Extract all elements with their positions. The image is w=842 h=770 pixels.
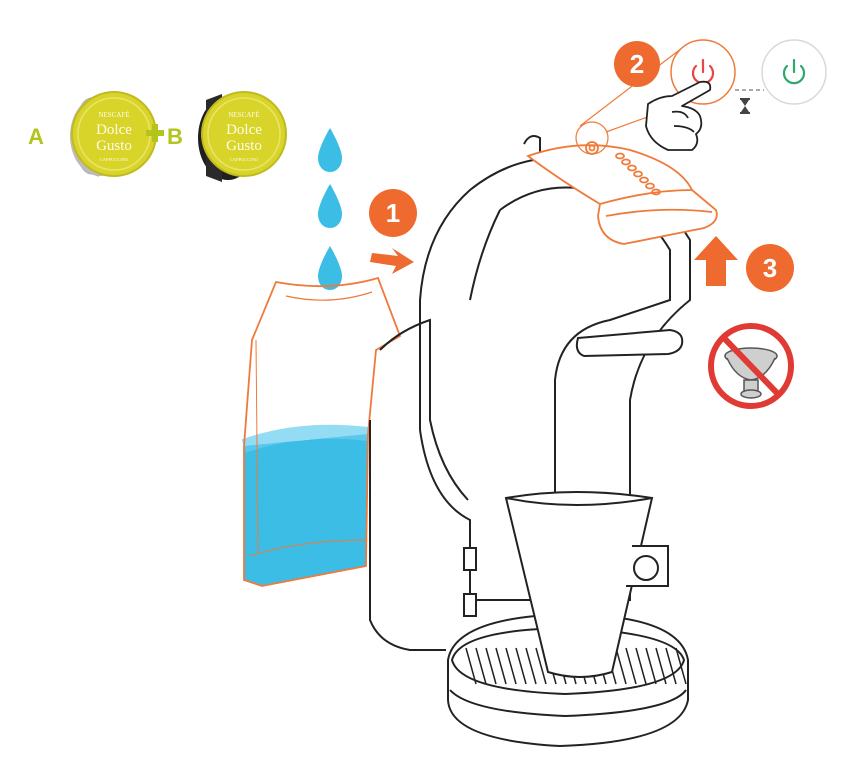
pointing-hand-icon [645,80,712,151]
tank-water [244,434,368,586]
drip-tray-slat [505,647,517,685]
arrow-right-icon [370,248,414,274]
drip-tray-slat [495,647,507,685]
capsule-b: B NESCAFÉ Dolce Gusto CAPPUCCINO [167,91,287,182]
lever [575,328,684,358]
capsule-b-label: B [167,124,183,149]
coffee-machine [369,135,691,748]
arrow-up-icon [694,236,738,286]
panel-led [615,152,625,160]
capsule-a: A NESCAFÉ Dolce Gusto CAPPUCCINO [28,91,157,177]
water-tank [241,276,402,587]
drip-tray-slat [615,647,627,685]
panel-led [639,176,649,184]
capsule-a-brand-line2: Gusto [96,138,132,154]
cup [504,491,669,678]
drip-tray [447,612,689,748]
no-capsule-holder-icon [708,323,794,409]
panel-led [651,188,661,196]
drip-tray-slat [665,647,677,685]
water-drop-icon [318,184,342,228]
plus-icon [146,124,164,142]
hourglass-icon [740,98,750,114]
drip-tray-slat [515,647,527,685]
power-button-green [761,39,827,105]
step-3-badge: 3 [746,244,794,292]
capsule-b-brand-line2: Gusto [226,138,262,154]
control-panel-highlight [526,141,718,245]
capsule-a-brand-top: NESCAFÉ [98,111,129,119]
drip-tray-slat [645,647,657,685]
drip-tray-slat [465,647,477,685]
drip-tray-slat [675,647,687,685]
capsule-b-brand-line1: Dolce [226,122,262,138]
capsule-b-brand-small: CAPPUCCINO [230,157,259,162]
drip-tray-slat [525,647,537,685]
panel-led [627,164,637,172]
step-1-badge: 1 [369,189,417,237]
step-2-badge: 2 [614,41,660,87]
drip-tray-slat [635,647,647,685]
water-drop-icon [318,128,342,172]
step-2-number: 2 [630,49,644,79]
drip-tray-slat [535,647,547,685]
drip-tray-slat [625,647,637,685]
panel-led [645,182,655,190]
capsule-a-label: A [28,124,44,149]
drip-tray-slat [475,647,487,685]
capsule-b-lid [201,91,287,177]
water-drops [318,128,342,290]
power-green-icon [782,58,806,85]
water-drop-icon [318,246,342,290]
step-3-number: 3 [763,253,777,283]
drip-tray-slat [655,647,667,685]
drip-tray-slat [485,647,497,685]
panel-led [633,170,643,178]
capsule-a-brand-small: CAPPUCCINO [100,157,129,162]
step-1-number: 1 [386,198,400,228]
panel-led [621,158,631,166]
capsule-b-brand-top: NESCAFÉ [228,111,259,119]
capsule-a-brand-line1: Dolce [96,122,132,138]
